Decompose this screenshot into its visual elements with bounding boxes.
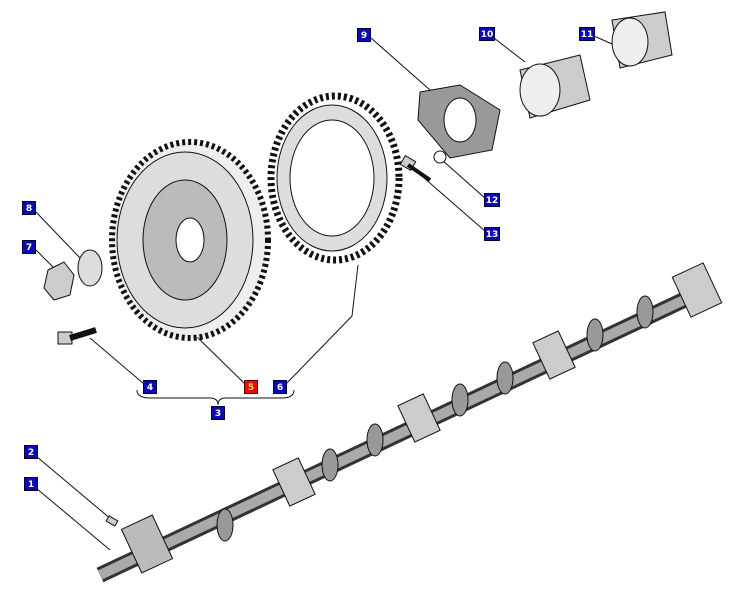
leader-13 (414, 169, 487, 233)
fasteners (43, 150, 447, 527)
leader-10 (493, 37, 526, 63)
ring-gear (267, 92, 403, 264)
camshaft (96, 262, 723, 583)
leader-11 (593, 35, 613, 45)
callout-7[interactable]: 7 (22, 240, 36, 254)
leader-5 (194, 334, 246, 385)
callout-1[interactable]: 1 (24, 477, 38, 491)
callout-5[interactable]: 5 (244, 380, 258, 394)
leader-7 (35, 249, 57, 271)
leader-9 (370, 37, 431, 91)
callout-10[interactable]: 10 (479, 27, 495, 41)
group-bracket-3 (136, 389, 295, 406)
leader-12 (441, 159, 487, 200)
callout-4[interactable]: 4 (143, 380, 157, 394)
callout-2[interactable]: 2 (24, 445, 38, 459)
callout-12[interactable]: 12 (484, 193, 500, 207)
leader-8 (35, 211, 81, 259)
leader-4 (89, 337, 145, 385)
callout-3[interactable]: 3 (211, 406, 225, 420)
callout-9[interactable]: 9 (357, 28, 371, 42)
callout-13[interactable]: 13 (484, 227, 500, 241)
leader-1 (35, 487, 111, 551)
timing-gear-hub (109, 139, 271, 341)
leader-2 (35, 455, 113, 521)
callout-11[interactable]: 11 (579, 27, 595, 41)
callout-8[interactable]: 8 (22, 201, 36, 215)
callout-6[interactable]: 6 (273, 380, 287, 394)
leader-6 (285, 264, 359, 385)
bushings (519, 11, 673, 119)
